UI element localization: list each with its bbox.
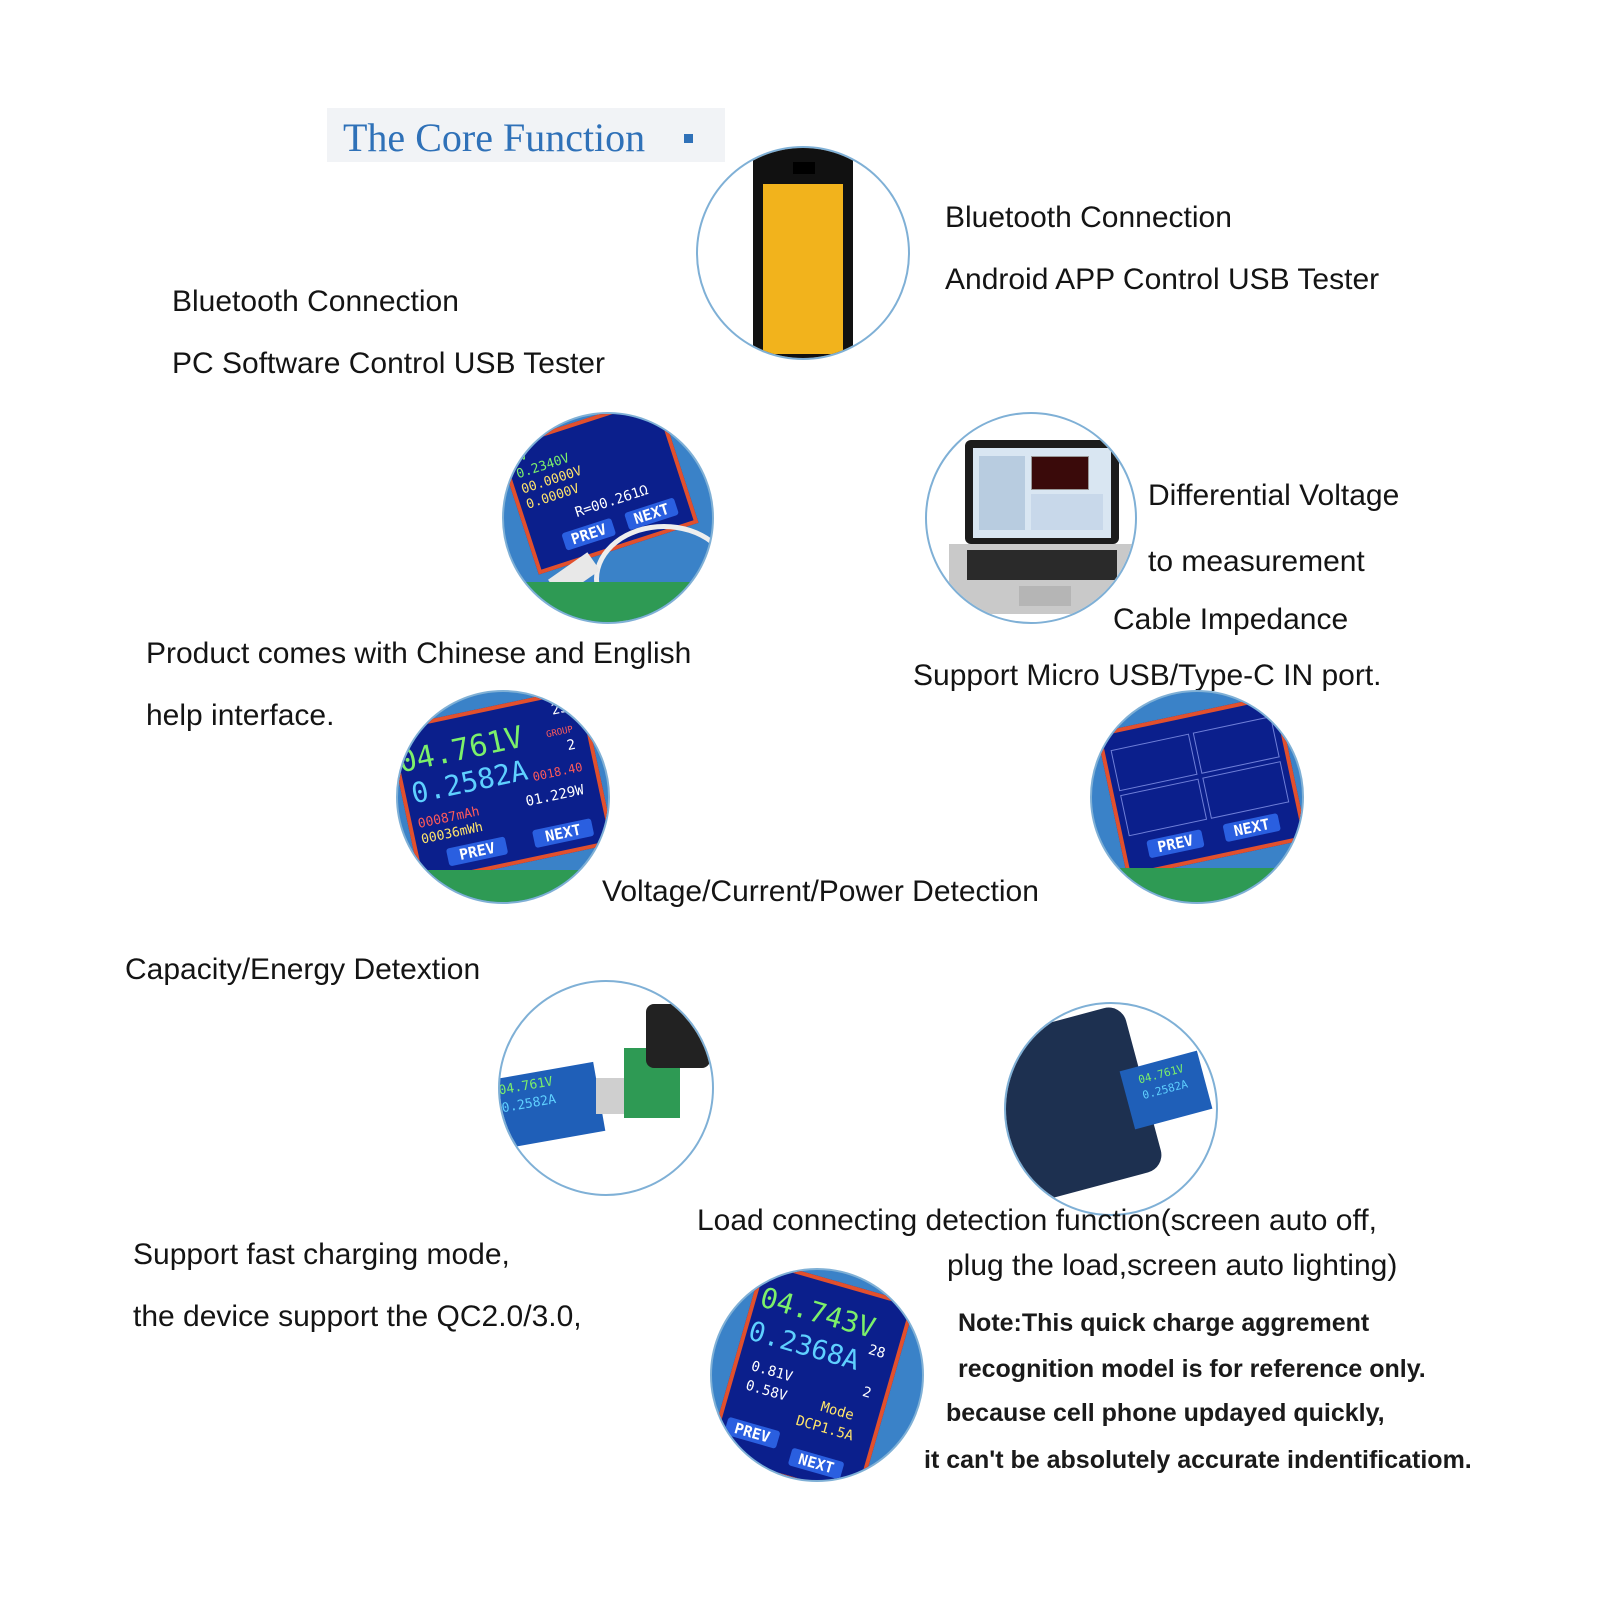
readings-temp: 23	[549, 699, 570, 719]
diff-line-4: Support Micro USB/Type-C IN port.	[913, 659, 1382, 692]
help-prev-button: PREV	[1146, 829, 1205, 859]
note-line-2: recognition model is for reference only.	[958, 1355, 1426, 1383]
diff-line-2: to measurement	[1148, 545, 1365, 578]
load-line-2: plug the load,screen auto lighting)	[947, 1249, 1398, 1282]
load-tester-circle: 04.761V 0.2582A	[498, 980, 714, 1196]
readings-next-button: NEXT	[531, 818, 595, 849]
fast-line-2: the device support the QC2.0/3.0,	[133, 1300, 582, 1333]
readings-group: 2	[565, 736, 578, 755]
laptop-keyboard	[967, 550, 1117, 580]
qc-prev-button: PREV	[723, 1416, 781, 1449]
readings-circle: 23 04.761V GROUP 2 0.2582A 0018.40 00087…	[396, 690, 610, 904]
phone-camera-notch	[793, 162, 815, 174]
note-line-3: because cell phone updayed quickly,	[946, 1399, 1385, 1427]
app-panel-left	[979, 456, 1025, 530]
android-line-2: Android APP Control USB Tester	[945, 263, 1380, 296]
page-title: The Core Function	[343, 115, 646, 160]
power-bank-circle: 04.761V 0.2582A	[1004, 1002, 1218, 1216]
readings-power: 01.229W	[524, 782, 586, 811]
app-panel-bottom	[1031, 494, 1103, 530]
fan-icon	[646, 1004, 710, 1068]
fast-line-1: Support fast charging mode,	[133, 1238, 510, 1271]
load-line-1: Load connecting detection function(scree…	[697, 1204, 1377, 1237]
qc-group: 2	[860, 1384, 874, 1402]
pcb-edge	[1092, 868, 1302, 902]
laptop-circle	[925, 412, 1137, 624]
usb-cable	[594, 524, 712, 622]
vcp-caption: Voltage/Current/Power Detection	[602, 875, 1039, 908]
readings-time: 0018.40	[531, 759, 584, 785]
phone-screen	[763, 184, 843, 354]
help-screen: PREV NEXT	[1096, 694, 1302, 878]
tester-body: 04.761V 0.2582A	[500, 1061, 606, 1149]
core-function-header: The Core Function	[327, 108, 725, 162]
readings-screen: 23 04.761V GROUP 2 0.2582A 0018.40 00087…	[398, 692, 608, 885]
pc-line-1: Bluetooth Connection	[172, 285, 459, 318]
note-line-4: it can't be absolutely accurate indentif…	[924, 1446, 1472, 1474]
diff-line-1: Differential Voltage	[1148, 479, 1400, 512]
pc-line-2: PC Software Control USB Tester	[172, 347, 605, 380]
note-line-1: Note:This quick charge aggrement	[958, 1309, 1370, 1337]
qc-screen-circle: 04.743V 0.2368A 28 0.81V 0.58V 2 Mode DC…	[710, 1268, 924, 1482]
capacity-caption: Capacity/Energy Detextion	[125, 953, 481, 986]
help-next-button: NEXT	[1222, 812, 1281, 843]
pcb-edge	[398, 870, 608, 902]
laptop-display	[973, 448, 1111, 538]
laptop-trackpad	[1019, 586, 1071, 606]
qc-next-button: NEXT	[787, 1447, 845, 1480]
help-line-1: Product comes with Chinese and English	[146, 637, 692, 670]
title-bullet	[684, 134, 693, 143]
help-line-2: help interface.	[146, 699, 335, 732]
pcb-edge	[504, 582, 712, 622]
diff-line-3: Cable Impedance	[1113, 603, 1349, 636]
phone-circle	[696, 146, 910, 360]
app-chart	[1031, 456, 1089, 490]
qc-screen: 04.743V 0.2368A 28 0.81V 0.58V 2 Mode DC…	[712, 1270, 916, 1480]
android-line-1: Bluetooth Connection	[945, 201, 1232, 234]
readings-prev-button: PREV	[445, 836, 509, 867]
qc-temp: 28	[866, 1342, 887, 1363]
impedance-circle: 0V 0.2340V 00.0000V 0.0000V R=00.261Ω PR…	[502, 412, 714, 624]
help-screen-circle: PREV NEXT	[1090, 690, 1304, 904]
